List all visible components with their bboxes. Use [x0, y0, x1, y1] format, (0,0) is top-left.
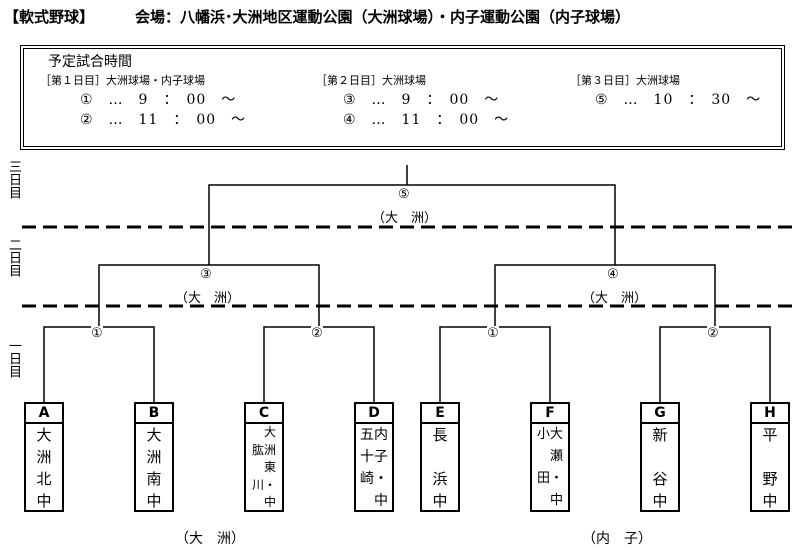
schedule-time: ③ … 9 ： 00 〜	[343, 92, 500, 108]
team-letter: F	[532, 404, 568, 424]
day2-label-text: 二日目	[6, 238, 21, 277]
schedule-day1-label: ［第１日目］大洲球場・内子球場	[40, 74, 205, 87]
final-game-number: ⑤	[398, 187, 410, 202]
team-box-h: H 平 野 中	[750, 402, 790, 512]
team-letter: A	[26, 404, 62, 424]
team-letter: E	[422, 404, 458, 424]
venue-uchiko-label: （内 子）	[582, 531, 652, 547]
sport-title: 【軟式野球】	[4, 8, 95, 26]
r2-left-venue: （大 洲）	[175, 291, 241, 306]
team-letter: D	[356, 404, 392, 424]
team-box-e: E 長 浜 中	[420, 402, 460, 512]
venue-ozu-label: （大 洲）	[175, 531, 245, 547]
team-box-f: F 小大 瀬 田・ 中	[530, 402, 570, 512]
team-box-g: G 新 谷 中	[640, 402, 680, 512]
team-name: 平 野 中	[762, 426, 778, 510]
day2-label: 二日目	[4, 238, 21, 277]
team-letter: G	[642, 404, 678, 424]
team-name: 大 洲 南 中	[146, 426, 162, 510]
schedule-time: ⑤ … 10 ： 30 〜	[595, 92, 762, 108]
team-name: 長 浜 中	[432, 426, 448, 510]
schedule-time: ① … 9 ： 00 〜	[80, 92, 237, 108]
team-letter: C	[246, 404, 282, 424]
team-name: 新 谷 中	[652, 426, 668, 510]
schedule-day3-label: ［第３日目］大洲球場	[570, 74, 680, 87]
schedule-title: 予定試合時間	[48, 54, 132, 70]
r1-game-number: ②	[311, 326, 323, 341]
r2-right-bracket	[494, 264, 716, 327]
r1-game-number: ②	[707, 326, 719, 341]
r2-right-game-number: ④	[607, 267, 619, 282]
schedule-time: ② … 11 ： 00 〜	[80, 112, 247, 128]
team-letter: H	[752, 404, 788, 424]
r2-left-game-number: ③	[200, 267, 212, 282]
team-letter: B	[136, 404, 172, 424]
r2-left-bracket	[98, 264, 320, 327]
day3-label: 三日目	[4, 160, 21, 199]
schedule-day2-label: ［第２日目］大洲球場	[316, 74, 426, 87]
final-venue: （大 洲）	[372, 211, 438, 226]
team-name: 大 肱洲 東 川・ 中	[251, 425, 276, 509]
schedule-box	[20, 45, 785, 150]
team-box-c: C 大 肱洲 東 川・ 中	[244, 402, 284, 512]
schedule-time: ④ … 11 ： 00 〜	[343, 112, 510, 128]
venue-title: 会場：八幡浜･大洲地区運動公園（大洲球場）・内子運動公園（内子球場）	[135, 8, 631, 26]
day1-label: 一日目	[4, 339, 21, 378]
r1-game-number: ①	[91, 326, 103, 341]
r1-game-number: ①	[487, 326, 499, 341]
team-name: 五内 十子 崎・ 中	[360, 427, 388, 509]
day3-label-text: 三日目	[6, 160, 21, 199]
team-box-a: A 大 洲 北 中	[24, 402, 64, 512]
final-bracket	[208, 184, 616, 265]
team-box-b: B 大 洲 南 中	[134, 402, 174, 512]
team-name: 大 洲 北 中	[36, 426, 52, 510]
team-box-d: D 五内 十子 崎・ 中	[354, 402, 394, 512]
team-name: 小大 瀬 田・ 中	[536, 427, 563, 508]
r2-right-venue: （大 洲）	[582, 291, 648, 306]
day1-label-text: 一日目	[6, 339, 21, 378]
